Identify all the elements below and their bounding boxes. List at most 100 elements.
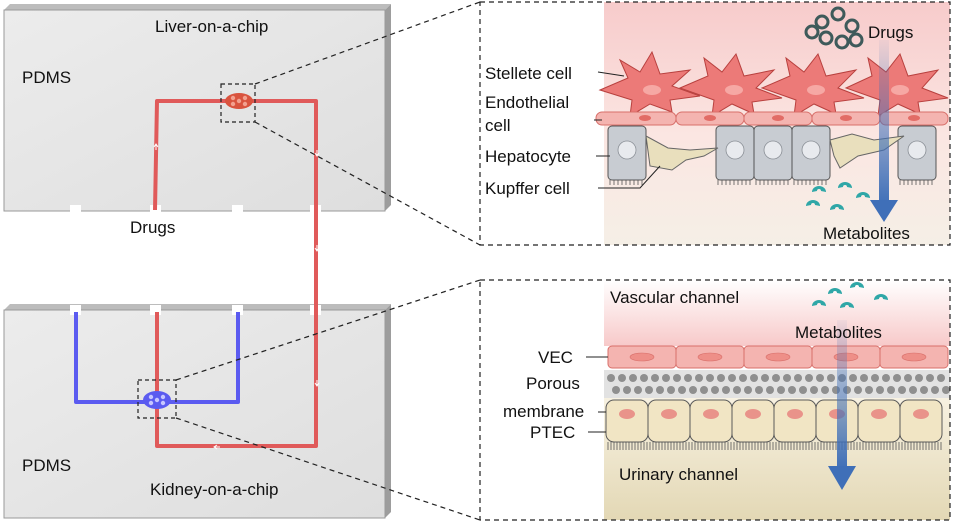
ptec-brush-border — [607, 442, 942, 450]
label-porous-line2: membrane — [503, 402, 584, 421]
metabolite-particle-icon — [830, 204, 844, 210]
membrane-pore — [618, 374, 626, 382]
membrane-pore — [926, 374, 934, 382]
chip-ports — [70, 205, 321, 315]
membrane-pore — [909, 386, 917, 394]
membrane-pore — [656, 386, 664, 394]
membrane-pore — [717, 374, 725, 382]
kidney-zoom-box — [137, 379, 177, 419]
kidney-chip-material: PDMS — [22, 456, 71, 475]
membrane-pore — [810, 386, 818, 394]
membrane-pore — [678, 386, 686, 394]
metabolite-particle-icon — [850, 282, 864, 288]
kidney-chip-title: Kidney-on-a-chip — [150, 480, 279, 499]
flow-arrow-icon — [153, 143, 159, 150]
membrane-pore — [722, 386, 730, 394]
liver-leader-lines — [594, 71, 661, 189]
membrane-pore — [700, 386, 708, 394]
kidney-chip: PDMS Kidney-on-a-chip — [3, 304, 391, 519]
liver-chamber-icon — [225, 93, 253, 109]
liver-channel-inlet — [153, 99, 229, 211]
membrane-pore — [882, 374, 890, 382]
liver-detail-border — [479, 1, 951, 246]
membrane-pore — [755, 386, 763, 394]
kidney-leader-lines — [586, 356, 608, 433]
label-endothelial-line1: Endothelial — [485, 93, 569, 112]
metabolite-particle-icon — [874, 294, 888, 300]
kidney-metabolites — [812, 282, 888, 308]
kidney-detail-border — [479, 279, 951, 521]
kidney-port — [150, 305, 161, 315]
metabolite-particle-icon — [856, 192, 870, 198]
stellate-nuclei — [643, 85, 909, 95]
liver-to-kidney-channel — [155, 305, 318, 448]
flow-arrows — [153, 143, 320, 450]
membrane-pore — [607, 374, 615, 382]
liver-chip-material: PDMS — [22, 68, 71, 87]
membrane-pore — [942, 386, 950, 394]
membrane-pore — [799, 386, 807, 394]
stellate-cells — [598, 50, 949, 117]
membrane-pore — [684, 374, 692, 382]
membrane-pore — [915, 374, 923, 382]
liver-zoom-box — [220, 83, 256, 123]
membrane-pore — [805, 374, 813, 382]
label-ptec: PTEC — [530, 423, 575, 442]
membrane-pore — [612, 386, 620, 394]
vascular-channel-area — [604, 280, 950, 346]
kidney-chip-body — [3, 309, 386, 519]
membrane-pore — [794, 374, 802, 382]
liver-channel — [153, 99, 318, 448]
metabolite-particle-icon — [828, 288, 842, 294]
flow-arrow-icon — [314, 380, 320, 387]
membrane-pore — [827, 374, 835, 382]
membrane-pore — [931, 386, 939, 394]
metabolite-particle-icon — [838, 182, 852, 188]
liver-port — [70, 205, 81, 213]
membrane-pore — [777, 386, 785, 394]
label-stellate-cell: Stellete cell — [485, 64, 572, 83]
kupffer-cell — [645, 135, 719, 171]
membrane-pore — [766, 386, 774, 394]
liver-channel-outlet — [250, 99, 318, 305]
flow-arrow-icon — [314, 150, 320, 157]
metabolite-particle-icon — [840, 302, 854, 308]
membrane-pore — [860, 374, 868, 382]
metabolite-particle-icon — [812, 300, 826, 306]
ptec-layer — [605, 399, 943, 443]
endothelial-nuclei — [639, 115, 920, 121]
label-drugs: Drugs — [868, 23, 913, 42]
membrane-pore — [876, 386, 884, 394]
membrane-pore — [739, 374, 747, 382]
membrane-pore — [865, 386, 873, 394]
membrane-pore — [623, 386, 631, 394]
ptec-nuclei — [619, 409, 929, 419]
label-porous-line1: Porous — [526, 374, 580, 393]
flow-arrow-icon — [314, 245, 320, 252]
label-kupffer-cell: Kupffer cell — [485, 179, 570, 198]
label-vascular-channel: Vascular channel — [610, 288, 739, 307]
kidney-chip-top-bevel — [4, 304, 391, 310]
liver-chip-inlet-label: Drugs — [130, 218, 175, 237]
membrane-pore — [689, 386, 697, 394]
membrane-pore — [634, 386, 642, 394]
liver-detail-panel: Stellete cell Endothelial cell Hepatocyt… — [479, 1, 951, 246]
membrane-pore — [849, 374, 857, 382]
label-vec: VEC — [538, 348, 573, 367]
liver-chip-body — [3, 9, 386, 212]
membrane-pore — [673, 374, 681, 382]
hepatocyte-microvilli — [609, 180, 933, 185]
kidney-port — [70, 305, 81, 315]
kidney-detail-panel: Vascular channel Metabolites VEC Porous … — [479, 279, 951, 521]
zoom-connectors — [175, 1, 481, 521]
metabolite-particle-icon — [812, 186, 826, 192]
hepatocyte-nuclei — [617, 140, 927, 160]
label-hepatocyte: Hepatocyte — [485, 147, 571, 166]
liver-transport-arrow — [870, 40, 898, 222]
membrane-pore — [645, 386, 653, 394]
membrane-pore — [711, 386, 719, 394]
liver-chip: Liver-on-a-chip PDMS Drugs — [3, 4, 391, 237]
flow-arrow-icon — [213, 444, 220, 450]
membrane-pore — [640, 374, 648, 382]
